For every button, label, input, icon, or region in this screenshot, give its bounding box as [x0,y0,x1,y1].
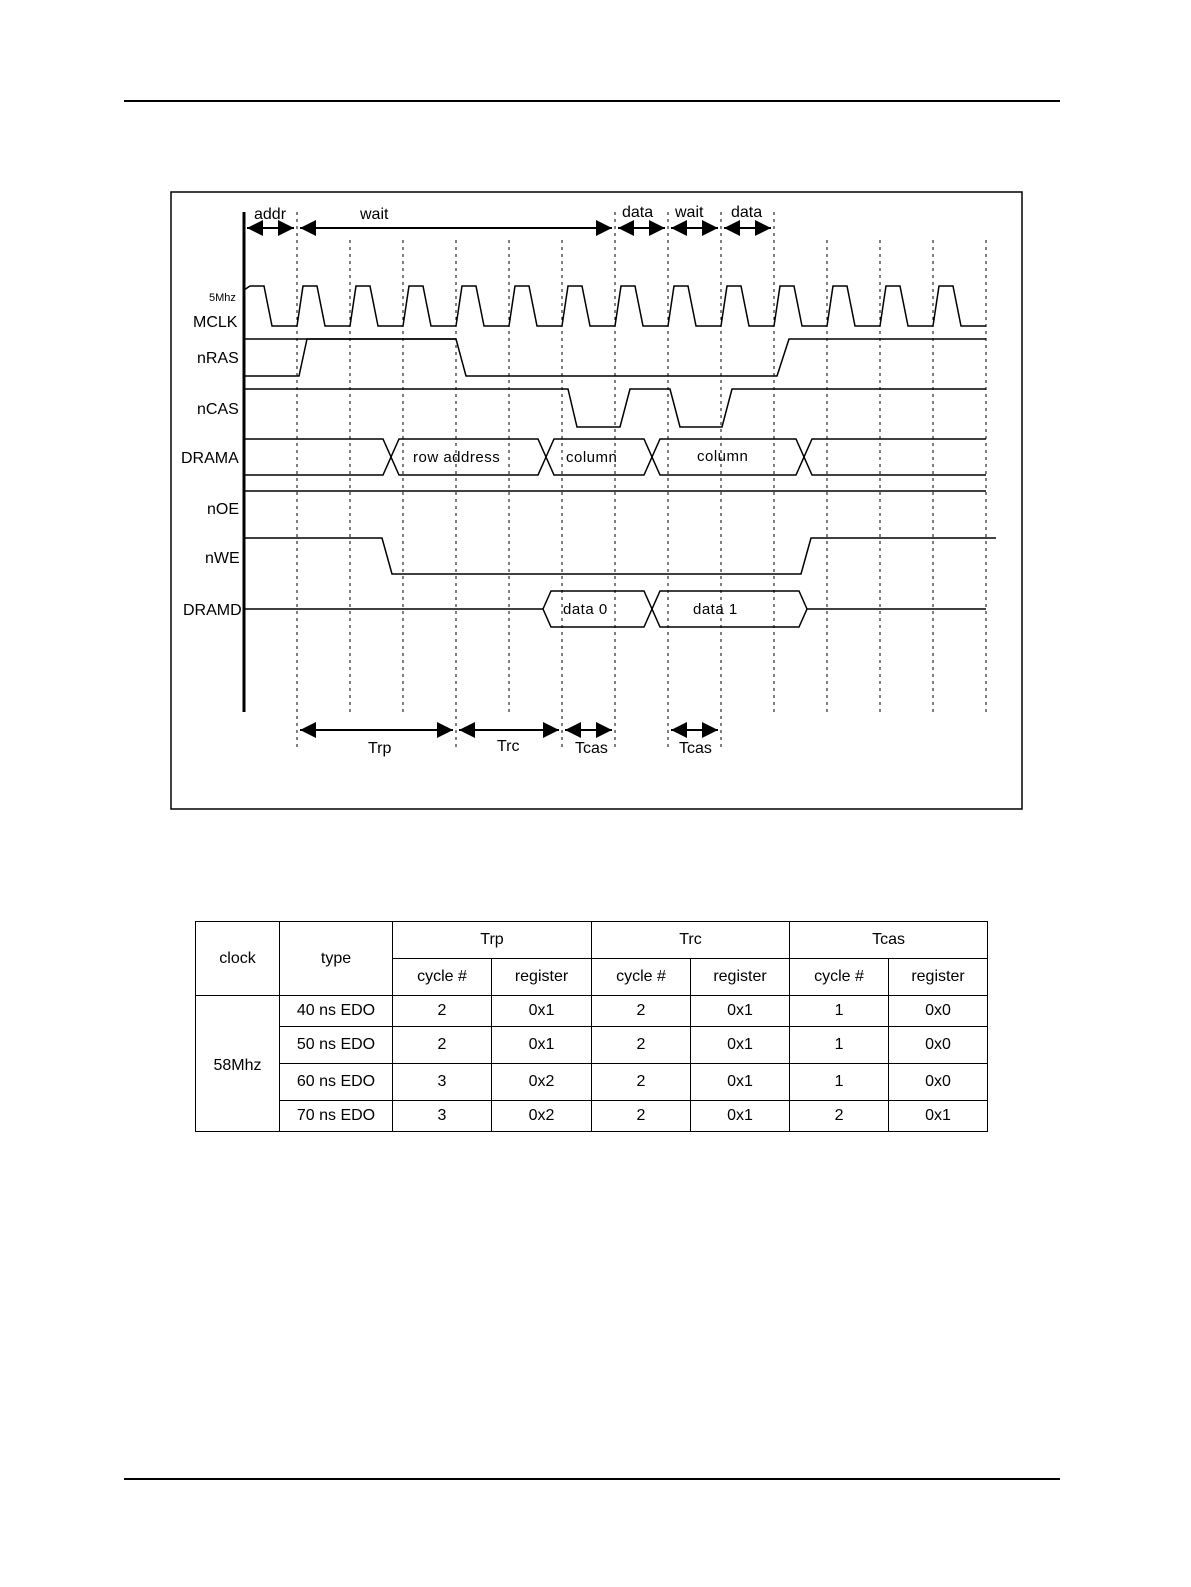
clock-value-cell: 58Mhz [195,995,280,1132]
value-cell: 2 [789,1100,890,1132]
drama-row-address: row address [413,449,500,466]
value-cell: 0x1 [689,995,791,1027]
value-cell: 2 [591,995,691,1027]
value-cell: 2 [591,1026,691,1064]
header-group-trp: Trp [392,921,592,959]
header-clock: clock [195,921,280,996]
drama-column-2: column [697,448,748,465]
subheader-cell: cycle # [789,958,890,996]
top-rule [124,100,1060,102]
subheader-cell: cycle # [591,958,691,996]
dramd-data-1: data 1 [693,601,738,618]
subheader-cell: register [689,958,791,996]
value-cell: 0x0 [888,1026,989,1064]
value-cell: 0x2 [491,1100,592,1132]
clock-frequency-label: 5Mhz [209,292,236,304]
signal-label-nras: nRAS [197,350,239,367]
value-cell: 0x1 [689,1100,791,1132]
phase-label-data-2: data [731,204,762,221]
phase-label-data-1: data [622,204,653,221]
interval-label-trc: Trc [497,738,520,755]
value-cell: 1 [789,1063,890,1101]
value-cell: 3 [392,1100,492,1132]
table-row: 50 ns EDO 2 0x1 2 0x1 1 0x0 [196,1026,989,1064]
value-cell: 0x1 [491,995,592,1027]
value-cell: 2 [591,1063,691,1101]
header-group-trc: Trc [590,921,791,959]
timing-diagram: addr wait data wait data 5Mhz MCLK nRAS … [170,191,1023,810]
type-cell: 40 ns EDO [279,995,393,1027]
phase-label-wait-2: wait [674,204,704,221]
value-cell: 1 [789,1026,890,1064]
subheader-cell: register [888,958,989,996]
signal-label-nwe: nWE [205,550,240,567]
signal-label-drama: DRAMA [181,450,239,467]
value-cell: 0x0 [888,995,989,1027]
value-cell: 0x1 [689,1026,791,1064]
phase-label-addr: addr [254,206,287,223]
signal-label-ncas: nCAS [197,401,239,418]
drama-bus [244,438,986,476]
table-row: 60 ns EDO 3 0x2 2 0x1 1 0x0 [196,1063,989,1101]
subheader-cell: cycle # [392,958,492,996]
phase-label-wait: wait [359,206,389,223]
diagram-frame [170,191,1023,810]
cycle-gridlines [296,212,987,750]
interval-label-tcas-1: Tcas [575,740,608,757]
value-cell: 0x1 [689,1063,791,1101]
table-row: 58Mhz 40 ns EDO 2 0x1 2 0x1 1 0x0 [195,995,989,1132]
signal-label-mclk: MCLK [193,314,238,331]
dramd-data-0: data 0 [563,601,608,618]
value-cell: 1 [789,995,890,1027]
header-type: type [279,921,393,996]
type-cell: 60 ns EDO [279,1063,393,1101]
nras-waveform [244,338,986,377]
value-cell: 2 [392,995,492,1027]
dramd-bus [244,590,986,628]
nwe-waveform [244,537,996,575]
bottom-rule [124,1478,1060,1480]
value-cell: 2 [392,1026,492,1064]
value-cell: 0x1 [491,1026,592,1064]
value-cell: 0x0 [888,1063,989,1101]
interval-label-trp: Trp [368,740,392,757]
value-cell: 3 [392,1063,492,1101]
value-cell: 0x1 [888,1100,989,1132]
drama-column-1: column [566,449,617,466]
signal-label-noe: nOE [207,501,239,518]
subheader-cell: register [491,958,592,996]
interval-label-tcas-2: Tcas [679,740,712,757]
table-row: 70 ns EDO 3 0x2 2 0x1 2 0x1 [196,1100,989,1132]
header-group-tcas: Tcas [789,921,989,959]
type-cell: 50 ns EDO [279,1026,393,1064]
value-cell: 0x2 [491,1063,592,1101]
value-cell: 2 [591,1100,691,1132]
ncas-waveform [244,388,986,428]
timing-parameter-table: clock type Trp Trc Tcas cycle # register… [195,921,989,1132]
signal-label-dramd: DRAMD [183,602,242,619]
mclk-waveform [243,285,986,327]
type-cell: 70 ns EDO [279,1100,393,1132]
